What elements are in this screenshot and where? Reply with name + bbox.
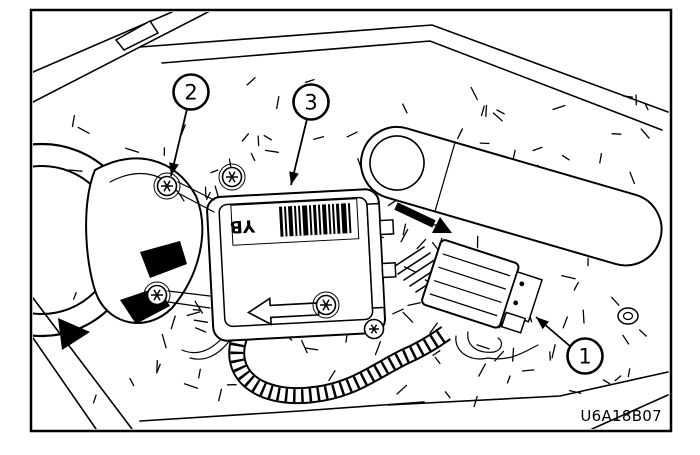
module-marking-text: YB bbox=[229, 215, 256, 236]
callout-2-leader-arrow bbox=[169, 108, 188, 177]
floor-bolt-hole bbox=[617, 307, 639, 325]
connector-wires bbox=[455, 331, 539, 360]
callout-3-leader-arrow bbox=[289, 118, 308, 186]
harness-connector bbox=[421, 239, 543, 334]
callout-1-label: 1 bbox=[578, 345, 591, 369]
callout-2-label: 2 bbox=[184, 81, 197, 105]
mounting-screw bbox=[363, 318, 385, 340]
mounting-screw bbox=[312, 291, 340, 319]
connector-latch bbox=[500, 311, 527, 334]
callout-1-leader-arrow bbox=[535, 316, 572, 348]
handle-end-cap bbox=[369, 135, 425, 191]
callout-2-circle bbox=[172, 73, 210, 111]
cowl-bracket bbox=[114, 20, 160, 51]
wiring-harness bbox=[181, 326, 451, 405]
mounting-screws bbox=[143, 163, 385, 340]
callout-1-circle bbox=[566, 337, 604, 375]
body-structure-lines bbox=[33, 12, 669, 429]
callout-1: 1 bbox=[535, 316, 604, 375]
module-label-area bbox=[230, 198, 360, 246]
direction-arrow-icon bbox=[394, 202, 452, 233]
callout-3: 3 bbox=[289, 83, 330, 186]
figure-id: U6A18B07 bbox=[580, 407, 662, 425]
callout-2: 2 bbox=[169, 73, 210, 177]
column-clamp bbox=[140, 241, 187, 278]
wheel-shadow bbox=[58, 318, 90, 350]
airbag-control-module: YB bbox=[206, 188, 397, 342]
callout-3-label: 3 bbox=[304, 91, 317, 115]
mounting-screw bbox=[153, 172, 181, 200]
mounting-screw bbox=[143, 281, 171, 309]
parking-brake-handle bbox=[360, 125, 663, 267]
module-barcode bbox=[278, 203, 352, 237]
harness-wire bbox=[189, 339, 231, 360]
mounting-screw bbox=[218, 163, 246, 191]
callout-3-circle bbox=[292, 83, 330, 121]
